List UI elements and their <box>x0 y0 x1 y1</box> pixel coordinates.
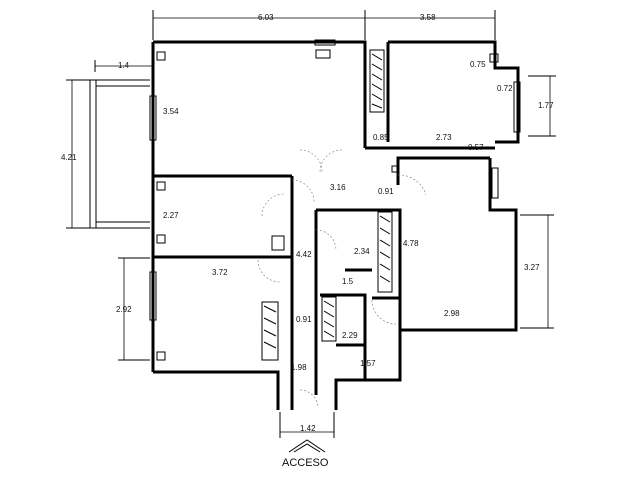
dim-room3-width: 3.72 <box>212 268 228 277</box>
dim-bath2-height: 2.29 <box>342 331 358 340</box>
dim-bath-width: 1.5 <box>342 277 354 286</box>
dim-room2-height: 2.27 <box>163 211 179 220</box>
dim-right-height: 3.27 <box>524 263 540 272</box>
dim-entry-depth: 1.98 <box>291 363 307 372</box>
dim-kitchen-width: 2.73 <box>436 133 452 142</box>
entry-label: ACCESO <box>282 457 329 469</box>
dim-balcony-height: 4.21 <box>61 153 77 162</box>
dim-corridor-height: 4.42 <box>296 250 312 259</box>
dim-right-window-height: 1.77 <box>538 101 554 110</box>
dim-closet-height: 2.34 <box>354 247 370 256</box>
windows <box>149 39 521 321</box>
interior-walls <box>153 42 495 410</box>
dim-entry-width: 1.42 <box>300 424 316 433</box>
dim-master-height: 4.78 <box>403 239 419 248</box>
dim-top-right-width: 3.58 <box>420 13 436 22</box>
dim-balcony-offset: 1.4 <box>118 61 130 70</box>
closets <box>261 49 393 361</box>
door-swings <box>257 149 427 409</box>
dimension-lines <box>66 10 556 438</box>
dim-master-width: 2.98 <box>444 309 460 318</box>
dim-bath-top: 0.75 <box>470 60 486 69</box>
dim-hall-width: 3.16 <box>330 183 346 192</box>
dim-bath-window: 0.72 <box>497 84 513 93</box>
dim-top-left-width: 6.03 <box>258 13 274 22</box>
dim-living-height: 3.54 <box>163 107 179 116</box>
dim-hall-door: 0.91 <box>378 187 394 196</box>
fixtures <box>156 51 499 361</box>
exterior-walls <box>151 40 520 410</box>
dimension-labels: 6.03 3.58 1.4 4.21 3.54 0.75 0.72 1.77 0… <box>61 13 554 433</box>
dim-bath2-width: 1.57 <box>360 359 376 368</box>
balcony <box>89 79 150 229</box>
dim-room3-height: 2.92 <box>116 305 132 314</box>
entry-marker <box>288 439 326 453</box>
dim-kitchen-step: 0.57 <box>468 143 484 152</box>
dim-corridor-door: 0.91 <box>296 315 312 324</box>
dim-closet-width: 0.85 <box>373 133 389 142</box>
